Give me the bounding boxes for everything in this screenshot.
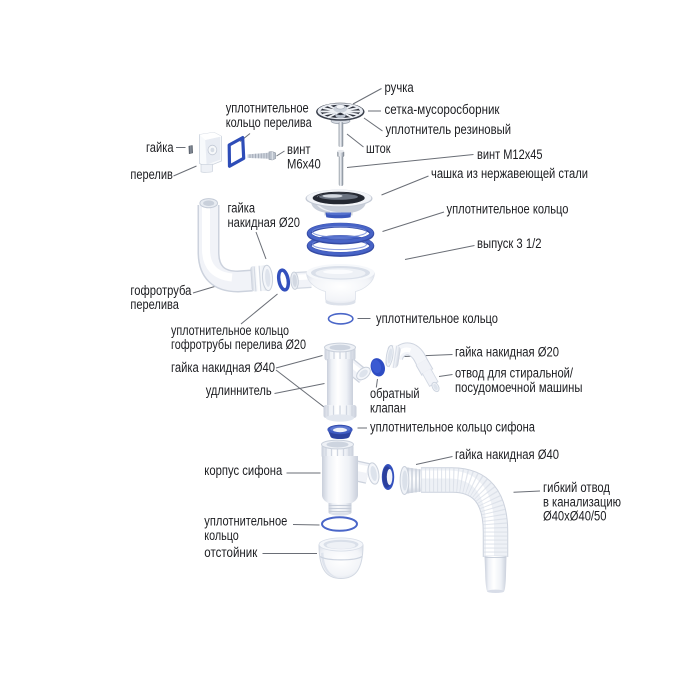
svg-text:корпус сифона: корпус сифона <box>204 463 282 478</box>
svg-text:гайка накидная Ø20: гайка накидная Ø20 <box>455 345 559 360</box>
svg-text:выпуск 3 1/2: выпуск 3 1/2 <box>477 236 542 251</box>
svg-text:винт М12х45: винт М12х45 <box>477 147 543 162</box>
svg-text:уплотнитель резиновый: уплотнитель резиновый <box>386 122 512 137</box>
svg-text:гайка: гайка <box>146 140 174 155</box>
svg-text:шток: шток <box>366 141 391 156</box>
svg-text:уплотнительное кольцо: уплотнительное кольцо <box>376 311 498 326</box>
svg-text:Ø40хØ40/50: Ø40хØ40/50 <box>543 509 607 524</box>
svg-text:отвод для стиральной/: отвод для стиральной/ <box>455 366 573 381</box>
svg-text:кольцо: кольцо <box>204 528 239 543</box>
svg-text:уплотнительное кольцо: уплотнительное кольцо <box>171 323 289 338</box>
svg-text:уплотнительное: уплотнительное <box>226 101 309 116</box>
svg-text:ручка: ручка <box>385 80 415 95</box>
svg-text:гофротруба: гофротруба <box>130 283 191 298</box>
svg-text:гофротрубы перелива Ø20: гофротрубы перелива Ø20 <box>171 337 306 352</box>
svg-text:уплотнительное кольцо: уплотнительное кольцо <box>447 202 569 217</box>
svg-text:гайка накидная Ø40: гайка накидная Ø40 <box>455 447 559 462</box>
svg-text:чашка из нержавеющей стали: чашка из нержавеющей стали <box>431 166 588 181</box>
svg-text:кольцо перелива: кольцо перелива <box>226 115 312 130</box>
svg-text:сетка-мусоросборник: сетка-мусоросборник <box>385 102 500 117</box>
svg-text:клапан: клапан <box>370 400 406 415</box>
svg-text:гайка накидная Ø40: гайка накидная Ø40 <box>171 360 275 375</box>
svg-text:перелив: перелив <box>130 167 173 182</box>
svg-text:перелива: перелива <box>130 297 179 312</box>
svg-text:в канализацию: в канализацию <box>543 494 621 509</box>
svg-text:посудомоечной машины: посудомоечной машины <box>455 380 583 395</box>
svg-text:гибкий отвод: гибкий отвод <box>543 480 610 495</box>
svg-text:удлиннитель: удлиннитель <box>206 383 272 398</box>
svg-text:накидная Ø20: накидная Ø20 <box>228 215 301 230</box>
svg-text:винт: винт <box>287 142 311 157</box>
svg-text:уплотнительное: уплотнительное <box>204 514 287 529</box>
svg-text:М6х40: М6х40 <box>287 156 321 171</box>
svg-text:гайка: гайка <box>228 201 256 216</box>
svg-text:обратный: обратный <box>370 386 420 401</box>
svg-text:отстойник: отстойник <box>204 545 257 560</box>
svg-text:уплотнительное кольцо сифона: уплотнительное кольцо сифона <box>370 420 535 435</box>
